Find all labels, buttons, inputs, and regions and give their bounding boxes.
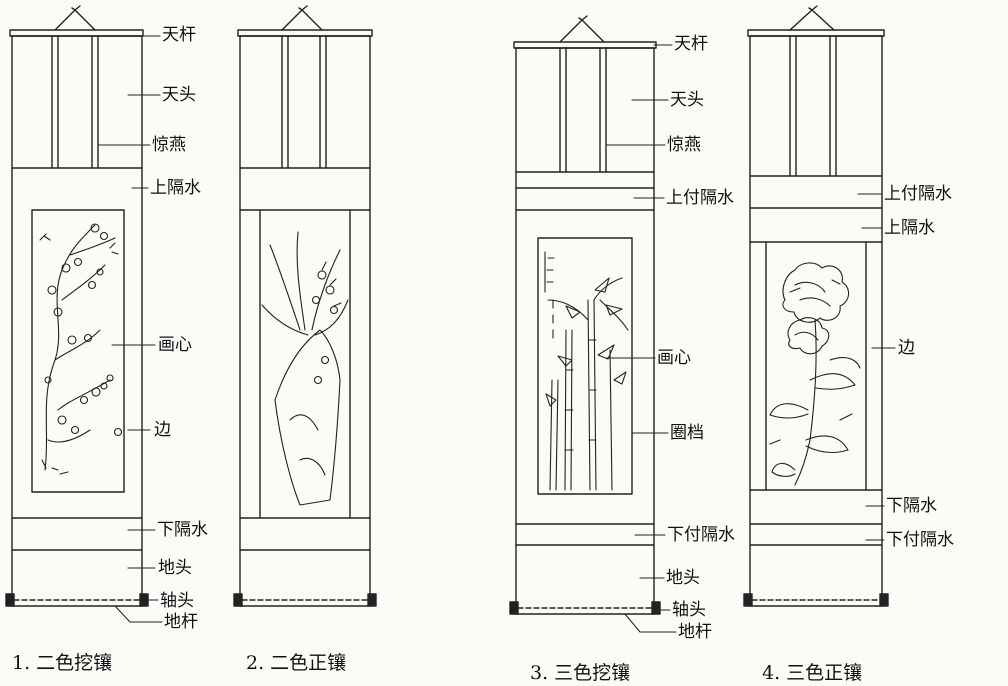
- tian-gan-bar-2: [237, 29, 373, 37]
- label-tian-gan-3: 天杆: [674, 34, 708, 54]
- label-hua-xin-3: 画心: [657, 348, 691, 368]
- label-shang-ge-shui-1: 上隔水: [150, 178, 201, 198]
- scroll-1: [5, 5, 149, 607]
- plum-blossom-painting: [39, 223, 123, 475]
- label-shang-fu-ge-shui-3: 上付隔水: [666, 188, 734, 208]
- leader-lines: [97, 35, 896, 633]
- label-jing-yan-3: 惊燕: [667, 135, 701, 155]
- label-shang-fu-ge-shui-4: 上付隔水: [884, 184, 952, 204]
- chrysanthemum-painting: [769, 262, 861, 486]
- label-bian-1: 边: [154, 420, 171, 440]
- label-tian-tou-3: 天头: [670, 90, 704, 110]
- label-di-tou-3: 地头: [666, 568, 700, 588]
- scroll-body-3: [515, 47, 655, 615]
- label-tian-gan-1: 天杆: [162, 25, 196, 45]
- label-hua-xin-1: 画心: [158, 335, 192, 355]
- scroll-body-1: [11, 35, 143, 607]
- label-xia-fu-ge-shui-4: 下付隔水: [886, 530, 954, 550]
- scroll-body-2: [239, 35, 371, 607]
- caption-fig1: 1. 二色挖镶: [12, 652, 113, 674]
- orchid-rock-painting: [261, 231, 349, 506]
- label-zhou-tou-1: 轴头: [160, 591, 194, 611]
- label-xia-fu-ge-shui-3: 下付隔水: [667, 525, 735, 545]
- label-di-gan-3: 地杆: [678, 622, 712, 642]
- label-tian-tou-1: 天头: [162, 85, 196, 105]
- scroll-2: [233, 5, 377, 607]
- caption-fig2: 2. 二色正镶: [246, 652, 347, 674]
- label-di-tou-1: 地头: [158, 558, 192, 578]
- quan-dang-3: [537, 237, 633, 495]
- label-xia-ge-shui-1: 下隔水: [157, 520, 208, 540]
- hanging-cord-1: [54, 5, 96, 31]
- hanging-cord-2: [281, 5, 323, 31]
- hua-xin-1: [31, 209, 125, 493]
- tian-gan-bar-1: [9, 29, 144, 37]
- hanging-cord-4: [789, 5, 835, 31]
- caption-fig4: 4. 三色正镶: [762, 662, 863, 684]
- scroll-body-4: [749, 35, 883, 607]
- scroll-4: [743, 5, 889, 607]
- label-zhou-tou-3: 轴头: [672, 600, 706, 620]
- bamboo-painting: [544, 251, 629, 491]
- label-quan-dang-3: 圈档: [670, 423, 704, 443]
- hanging-cord-3: [559, 15, 605, 43]
- label-shang-ge-shui-4: 上隔水: [884, 218, 935, 238]
- label-jing-yan-1: 惊燕: [152, 135, 186, 155]
- label-xia-ge-shui-4: 下隔水: [886, 496, 937, 516]
- label-bian-4: 边: [898, 338, 915, 358]
- caption-fig3: 3. 三色挖镶: [530, 662, 631, 684]
- label-di-gan-1: 地杆: [164, 612, 198, 632]
- scroll-3: [509, 15, 661, 615]
- zhou-tou-left-1: [5, 593, 15, 607]
